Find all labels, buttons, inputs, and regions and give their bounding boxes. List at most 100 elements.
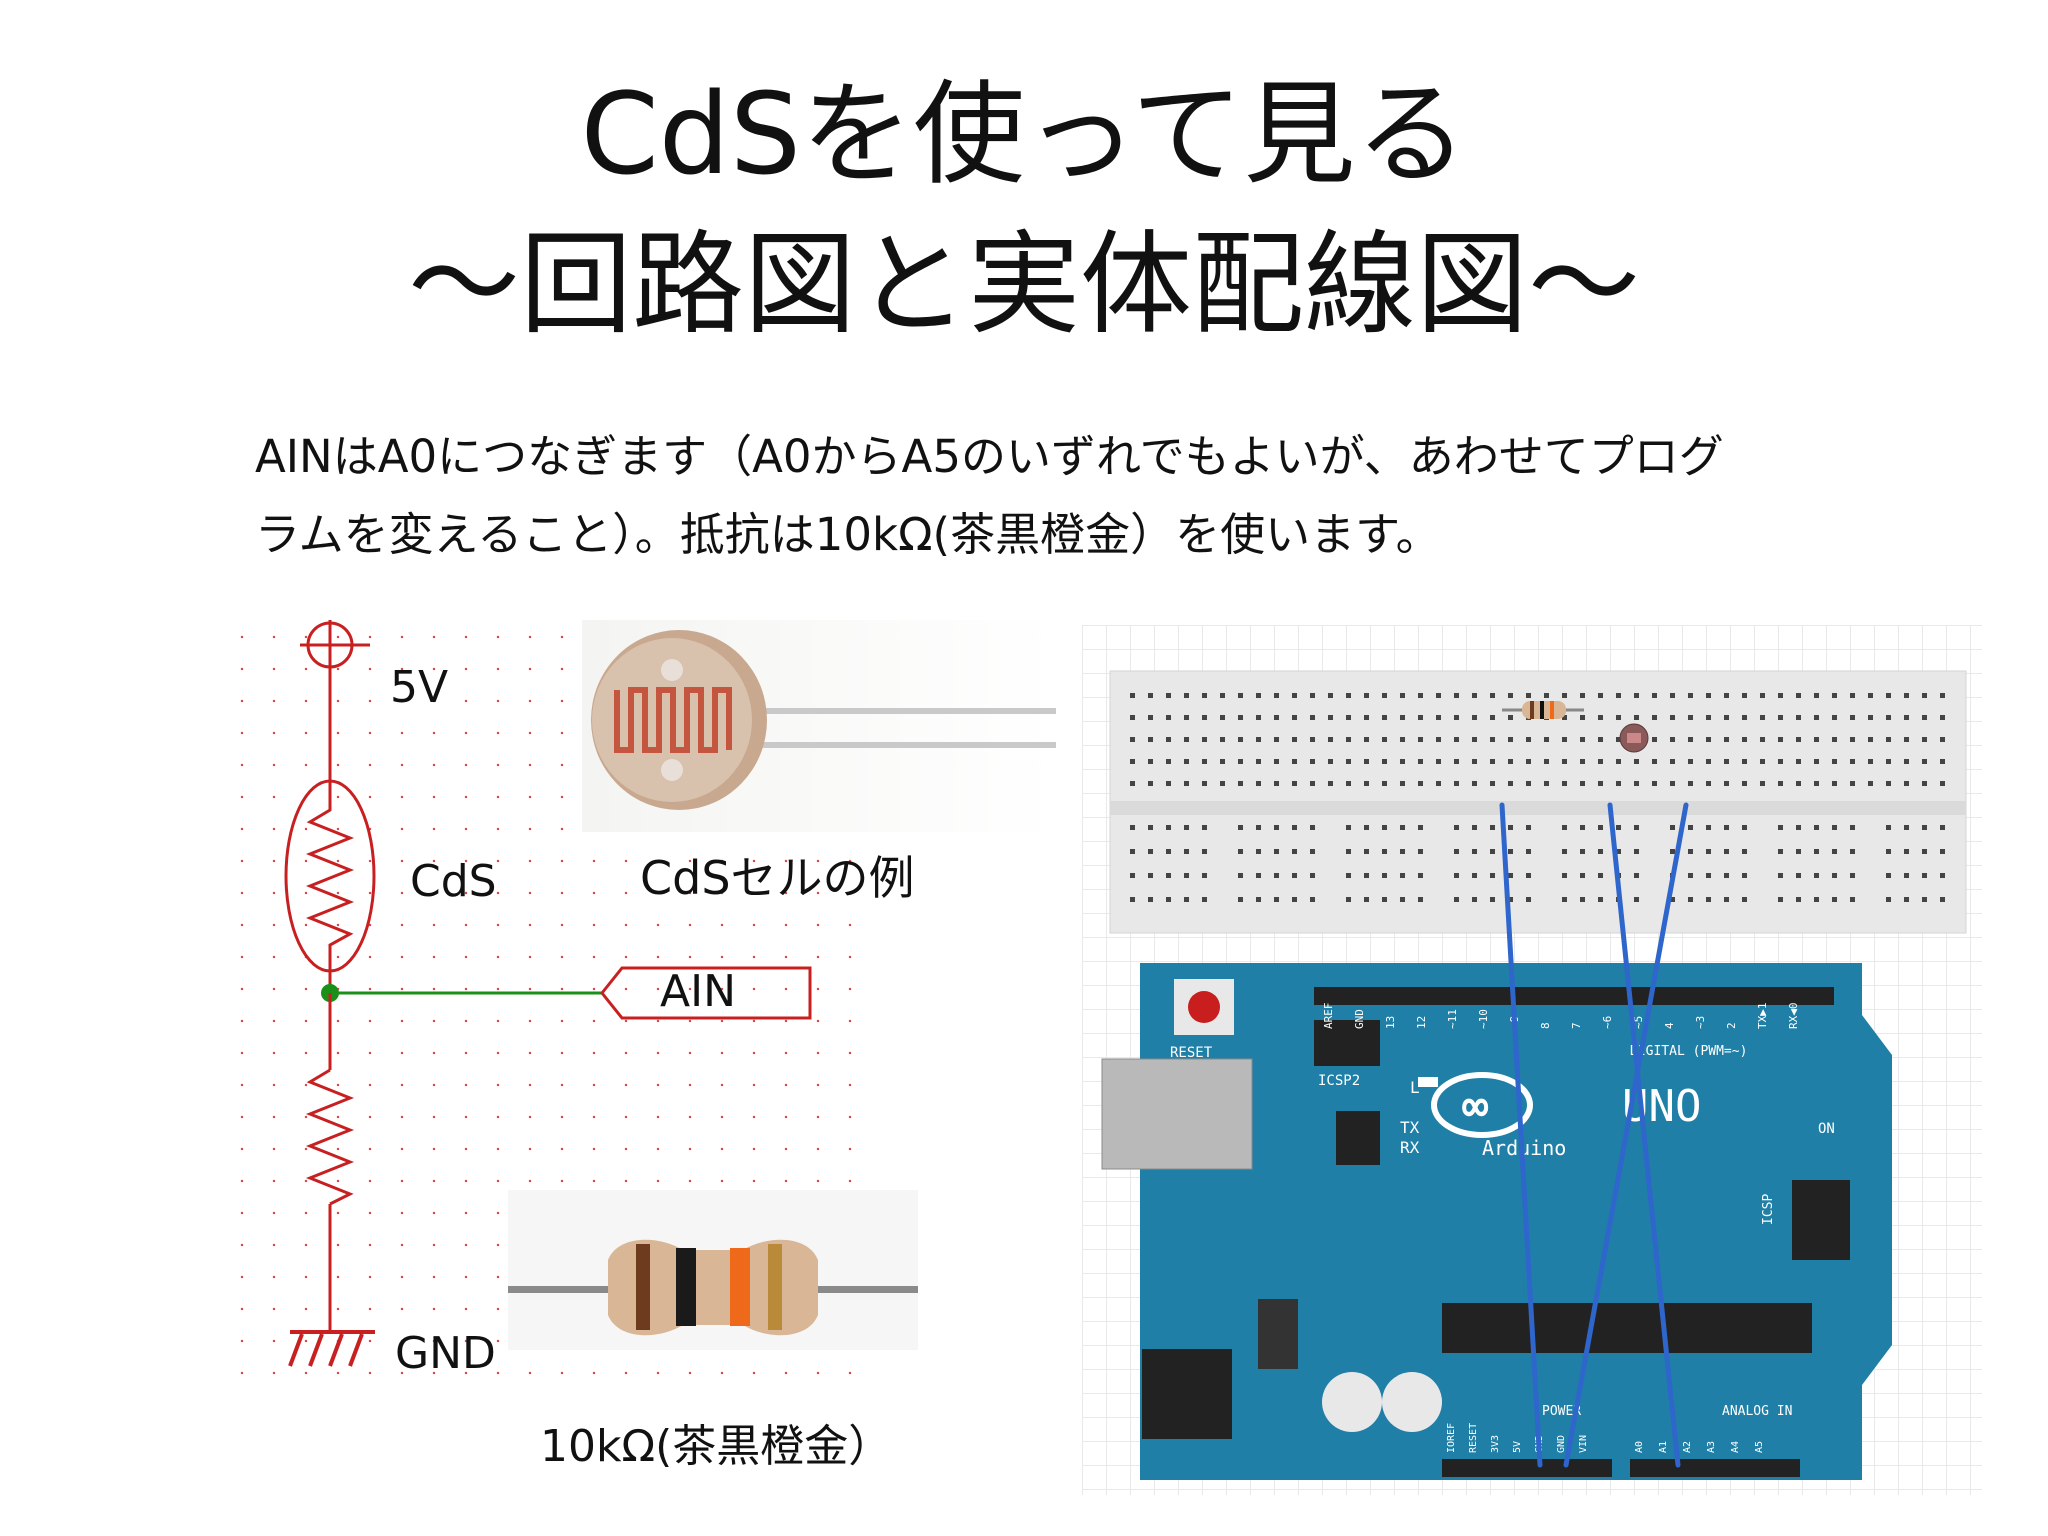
breadboard-hole <box>1778 693 1783 698</box>
breadboard-hole <box>1562 781 1567 786</box>
top-pin-label: TX▶1 <box>1756 1003 1769 1030</box>
svg-text:∞: ∞ <box>1462 1081 1489 1132</box>
breadboard-hole <box>1418 715 1423 720</box>
breadboard-hole <box>1184 849 1189 854</box>
breadboard-hole <box>1346 737 1351 742</box>
breadboard-hole <box>1238 825 1243 830</box>
breadboard-hole <box>1310 897 1315 902</box>
breadboard-hole <box>1652 781 1657 786</box>
breadboard-hole <box>1670 759 1675 764</box>
breadboard-hole <box>1904 759 1909 764</box>
breadboard-hole <box>1724 781 1729 786</box>
breadboard-hole <box>1202 759 1207 764</box>
breadboard-hole <box>1202 781 1207 786</box>
breadboard-hole <box>1184 897 1189 902</box>
breadboard-hole <box>1814 897 1819 902</box>
breadboard-hole <box>1292 693 1297 698</box>
breadboard-hole <box>1418 873 1423 878</box>
breadboard-hole <box>1472 873 1477 878</box>
breadboard-hole <box>1418 897 1423 902</box>
breadboard-hole <box>1364 759 1369 764</box>
breadboard-hole <box>1490 715 1495 720</box>
breadboard-hole <box>1562 759 1567 764</box>
breadboard-hole <box>1796 759 1801 764</box>
breadboard-hole <box>1310 693 1315 698</box>
breadboard-hole <box>1832 759 1837 764</box>
breadboard-hole <box>1580 825 1585 830</box>
breadboard-wiring-view: ∞ RESET ICSP2 L TX RX UNO Arduino ON DIG… <box>1082 625 1982 1495</box>
breadboard-cds <box>1619 723 1649 753</box>
breadboard-hole <box>1562 737 1567 742</box>
breadboard-hole <box>1328 737 1333 742</box>
breadboard-hole <box>1256 825 1261 830</box>
breadboard-hole <box>1364 693 1369 698</box>
breadboard-hole <box>1382 759 1387 764</box>
breadboard-hole <box>1202 737 1207 742</box>
breadboard-hole <box>1166 825 1171 830</box>
breadboard-hole <box>1148 759 1153 764</box>
breadboard-hole <box>1706 849 1711 854</box>
breadboard-hole <box>1742 715 1747 720</box>
breadboard-hole <box>1238 873 1243 878</box>
breadboard-hole <box>1364 737 1369 742</box>
breadboard-hole <box>1400 737 1405 742</box>
breadboard-hole <box>1382 737 1387 742</box>
breadboard-hole <box>1742 737 1747 742</box>
breadboard-hole <box>1724 825 1729 830</box>
breadboard-hole <box>1850 825 1855 830</box>
breadboard-hole <box>1598 759 1603 764</box>
breadboard-hole <box>1220 737 1225 742</box>
cds-cell-photo <box>582 620 1056 832</box>
breadboard-hole <box>1364 873 1369 878</box>
breadboard-hole <box>1256 715 1261 720</box>
top-pin-label: ~6 <box>1601 1016 1614 1029</box>
breadboard-hole <box>1850 737 1855 742</box>
breadboard-hole <box>1382 897 1387 902</box>
breadboard-hole <box>1184 873 1189 878</box>
breadboard-hole <box>1256 781 1261 786</box>
breadboard-hole <box>1850 781 1855 786</box>
breadboard-hole <box>1292 715 1297 720</box>
wire-5v <box>1499 802 1543 1468</box>
breadboard-hole <box>1130 873 1135 878</box>
breadboard-hole <box>1238 781 1243 786</box>
breadboard-hole <box>1634 825 1639 830</box>
breadboard-hole <box>1436 715 1441 720</box>
breadboard-hole <box>1454 825 1459 830</box>
breadboard-hole <box>1274 897 1279 902</box>
breadboard-hole <box>1418 825 1423 830</box>
breadboard-hole <box>1472 825 1477 830</box>
breadboard-hole <box>1598 873 1603 878</box>
ain-label: AIN <box>660 966 736 1017</box>
breadboard-hole <box>1940 825 1945 830</box>
breadboard-hole <box>1508 759 1513 764</box>
breadboard-hole <box>1526 693 1531 698</box>
breadboard-hole <box>1634 897 1639 902</box>
breadboard-hole <box>1742 759 1747 764</box>
breadboard-hole <box>1706 693 1711 698</box>
description-line1: AINはA0につなぎます（A0からA5のいずれでもよいが、あわせてプログ <box>255 430 1724 483</box>
breadboard-hole <box>1166 759 1171 764</box>
breadboard-hole <box>1454 759 1459 764</box>
breadboard-hole <box>1850 715 1855 720</box>
breadboard-hole <box>1940 897 1945 902</box>
breadboard-hole <box>1382 873 1387 878</box>
cds-symbol <box>284 779 376 990</box>
breadboard-hole <box>1166 737 1171 742</box>
bottom-pin-label: GND <box>1556 1435 1567 1453</box>
breadboard-hole <box>1184 737 1189 742</box>
breadboard-hole <box>1544 737 1549 742</box>
breadboard-hole <box>1688 715 1693 720</box>
breadboard-hole <box>1346 897 1351 902</box>
breadboard-hole <box>1922 759 1927 764</box>
breadboard-hole <box>1310 737 1315 742</box>
breadboard-hole <box>1652 715 1657 720</box>
bottom-pin-label: A1 <box>1658 1441 1669 1453</box>
icsp-header <box>1792 1180 1850 1260</box>
icsp2-header <box>1314 1020 1380 1066</box>
breadboard-hole <box>1778 781 1783 786</box>
breadboard-hole <box>1724 897 1729 902</box>
breadboard-hole <box>1886 693 1891 698</box>
gnd-label: GND <box>395 1328 496 1379</box>
